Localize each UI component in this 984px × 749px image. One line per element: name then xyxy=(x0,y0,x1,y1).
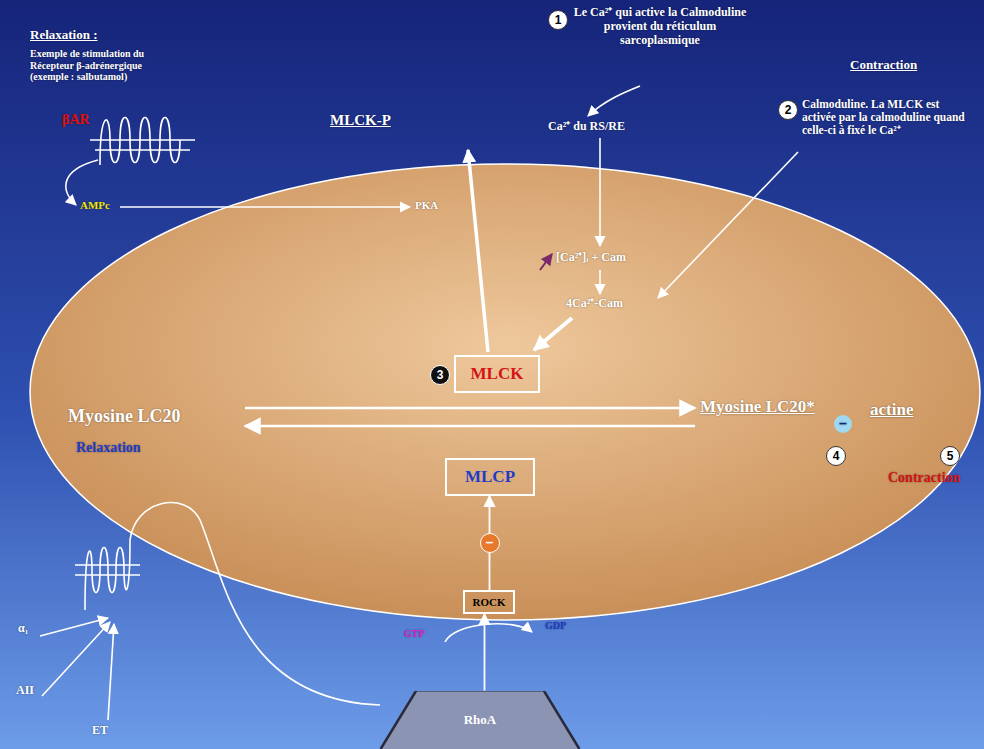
callout-text: Calmoduline. La MLCK est activée par la … xyxy=(802,98,974,138)
ion-complex: [Ca²⁺]ᵢ + Cam xyxy=(556,251,626,265)
callout-number: 2 xyxy=(778,100,798,120)
nucleotide-label: GDP xyxy=(545,620,566,632)
connector-arrow xyxy=(484,614,486,691)
node-text: MLCP xyxy=(465,467,515,487)
protein-name: Myosine LC20* xyxy=(700,397,815,417)
callout-number: 4 xyxy=(826,446,846,466)
receptor-name: βAR xyxy=(62,112,90,128)
node-text: RhoA xyxy=(464,712,497,728)
protein-name: Myosine LC20 xyxy=(68,406,181,427)
rhoa-trapezoid: RhoA xyxy=(380,691,580,749)
enzyme-box: MLCK xyxy=(454,355,540,393)
agonist-label: ET xyxy=(92,724,108,738)
ion-source: Ca²⁺ du RS/RE xyxy=(548,120,625,134)
agonist-label: AII xyxy=(16,684,34,698)
inhibition-sign: – xyxy=(480,533,500,553)
protein-name: actine xyxy=(870,400,913,420)
agonist-label: α₁ xyxy=(18,622,28,636)
node-text: ROCK xyxy=(473,596,506,608)
callout-number: 3 xyxy=(430,365,450,385)
state-label: Relaxation xyxy=(76,440,141,456)
section-title: Contraction xyxy=(850,58,917,73)
callout-text: Le Ca²⁺ qui active la Calmoduline provie… xyxy=(570,6,750,47)
nucleotide-label: GTP xyxy=(404,628,425,640)
enzyme-name: PKA xyxy=(415,199,438,212)
node-text: MLCK xyxy=(471,364,524,384)
enzyme-name: MLCK-P xyxy=(330,112,391,129)
enzyme-box: MLCP xyxy=(445,458,535,496)
callout-number: 5 xyxy=(940,446,960,466)
kinase-box: ROCK xyxy=(463,590,515,614)
state-label: Contraction xyxy=(888,470,960,486)
ion-complex: 4Ca²⁺-Cam xyxy=(566,297,623,311)
messenger-name: AMPc xyxy=(80,199,110,212)
note: Exemple de stimulation du Récepteur β-ad… xyxy=(30,48,180,83)
callout-number: 1 xyxy=(548,10,568,30)
interaction-sign: – xyxy=(834,415,852,433)
section-title: Relaxation : xyxy=(30,28,98,43)
